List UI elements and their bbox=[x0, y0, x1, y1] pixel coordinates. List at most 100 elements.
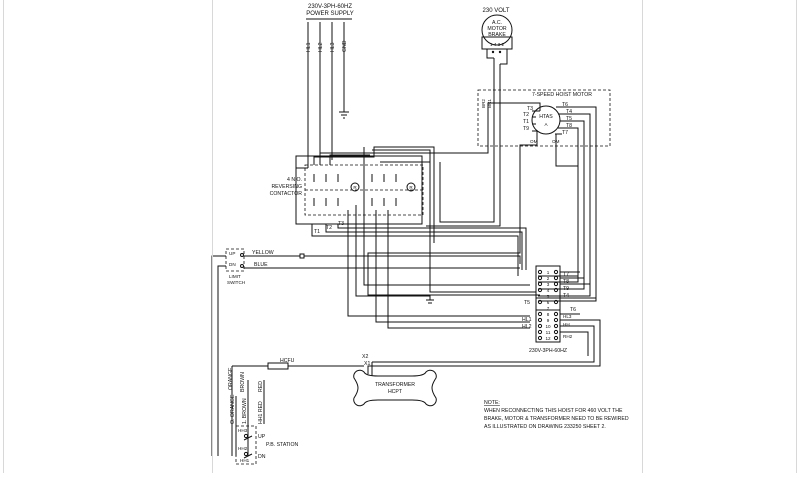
svg-text:BRAKE: BRAKE bbox=[488, 32, 506, 38]
svg-text:T6: T6 bbox=[570, 307, 576, 313]
wiring-buses bbox=[296, 58, 597, 329]
svg-text:T3: T3 bbox=[527, 106, 533, 112]
fuse: HCFU bbox=[231, 358, 364, 456]
svg-text:T7: T7 bbox=[562, 130, 568, 136]
pendant-wires: ORANGE BROWN RED O. ORANGE 1. BROWN HH1 … bbox=[228, 367, 265, 456]
line-gnd-label: GND bbox=[342, 40, 348, 52]
power-supply-voltage: 230V-3PH-60HZ bbox=[308, 4, 352, 10]
brake-volt: 230 VOLT bbox=[483, 8, 510, 14]
terminal-numbers: 1 2 3 4 5 6 7 8 9 10 11 12 bbox=[545, 270, 551, 341]
terminal-dots bbox=[537, 269, 559, 341]
svg-text:HL1: HL1 bbox=[522, 317, 532, 323]
svg-text:4 N.O.: 4 N.O. bbox=[287, 177, 302, 183]
svg-text:WHEN RECONNECTING THIS HOIST F: WHEN RECONNECTING THIS HOIST FOR 460 VOL… bbox=[484, 408, 623, 414]
line-hl1-label: HL1 bbox=[306, 42, 312, 52]
contactor-coil-right bbox=[406, 182, 416, 192]
inner-frame-line-left bbox=[212, 0, 213, 473]
line-hl2-label: HL2 bbox=[318, 42, 324, 52]
wire-yellow: YELLOW bbox=[252, 250, 274, 256]
svg-text:REVERSING: REVERSING bbox=[271, 184, 302, 190]
svg-text:1. BROWN: 1. BROWN bbox=[242, 398, 248, 424]
left-frame-line bbox=[3, 0, 4, 473]
motor-center-label: HTAS bbox=[539, 114, 553, 120]
motor-title: 7-SPEED HOIST MOTOR bbox=[532, 92, 592, 98]
svg-text:6: 6 bbox=[547, 300, 550, 305]
svg-text:T2: T2 bbox=[523, 112, 529, 118]
contact-columns bbox=[313, 174, 397, 206]
svg-text:3: 3 bbox=[547, 282, 550, 287]
svg-text:4: 4 bbox=[547, 288, 550, 293]
svg-text:T5: T5 bbox=[566, 116, 572, 122]
svg-text:AS ILLUSTRATED ON DRAWING 2332: AS ILLUSTRATED ON DRAWING 233250 SHEET 2… bbox=[484, 424, 606, 430]
svg-text:HCPT: HCPT bbox=[388, 389, 403, 395]
svg-text:T4: T4 bbox=[563, 293, 569, 299]
svg-text:8: 8 bbox=[547, 312, 550, 317]
svg-text:BROWN: BROWN bbox=[240, 372, 246, 392]
svg-text:HH1 RED: HH1 RED bbox=[258, 401, 264, 424]
output-t3: T3 bbox=[338, 221, 344, 227]
wire-blue: BLUE bbox=[254, 262, 268, 268]
power-supply: 230V-3PH-60HZ POWER SUPPLY HL1 HL2 HL3 G… bbox=[306, 4, 354, 168]
svg-text:HH2: HH2 bbox=[238, 446, 248, 451]
svg-text:12: 12 bbox=[545, 336, 551, 341]
svg-text:CONTACTOR: CONTACTOR bbox=[270, 191, 303, 197]
svg-text:R: R bbox=[353, 185, 357, 190]
svg-text:HH1: HH1 bbox=[240, 458, 250, 463]
svg-text:HL3: HL3 bbox=[563, 314, 572, 319]
svg-text:X2: X2 bbox=[362, 354, 368, 360]
svg-text:1: 1 bbox=[547, 270, 550, 275]
svg-text:BRAKE, MOTOR & TRANSFORMER NEE: BRAKE, MOTOR & TRANSFORMER NEED TO BE RE… bbox=[484, 416, 629, 422]
svg-text:T9: T9 bbox=[563, 286, 569, 292]
output-t2: T2 bbox=[326, 225, 332, 231]
svg-text:TRANSFORMER: TRANSFORMER bbox=[375, 382, 415, 388]
svg-text:DN: DN bbox=[258, 454, 266, 460]
transformer: X2 X1 TRANSFORMER HCPT bbox=[353, 354, 437, 407]
pb-station-label: P.B. STATION bbox=[266, 442, 299, 448]
svg-text:MOTOR: MOTOR bbox=[487, 26, 506, 32]
svg-text:DN: DN bbox=[229, 262, 236, 267]
svg-text:11: 11 bbox=[546, 330, 551, 335]
svg-text:OM: OM bbox=[530, 139, 538, 144]
svg-text:T8: T8 bbox=[563, 279, 569, 285]
svg-text:9: 9 bbox=[547, 318, 550, 323]
svg-text:ORANGE: ORANGE bbox=[228, 367, 234, 390]
pb-station: UP DN HH3 HH2 HH1 P.B. STATION bbox=[235, 425, 299, 465]
right-frame-line bbox=[796, 0, 797, 473]
svg-text:SWITCH: SWITCH bbox=[227, 280, 245, 285]
svg-text:BR2: BR2 bbox=[481, 99, 486, 108]
line-hl3-label: HL3 bbox=[330, 42, 336, 52]
svg-text:O. ORANGE: O. ORANGE bbox=[230, 394, 236, 424]
brake: 230 VOLT A.C. MOTOR BRAKE 1 4 3 2 bbox=[481, 8, 513, 65]
terminal-strip: 1 2 3 4 5 6 7 8 9 10 11 12 bbox=[367, 265, 601, 374]
note-heading: NOTE: bbox=[484, 400, 500, 406]
ground-symbol bbox=[339, 111, 349, 119]
svg-text:HL2: HL2 bbox=[522, 324, 532, 330]
svg-text:T7: T7 bbox=[563, 272, 569, 278]
svg-text:T9: T9 bbox=[523, 126, 529, 132]
svg-text:RED: RED bbox=[258, 381, 264, 392]
power-supply-label: POWER SUPPLY bbox=[306, 11, 354, 17]
hoist-motor: 7-SPEED HOIST MOTOR HTAS A T3 T2 T1 T9 T… bbox=[477, 89, 611, 147]
svg-text:X1: X1 bbox=[364, 361, 370, 367]
svg-text:5: 5 bbox=[547, 294, 550, 299]
svg-text:T6: T6 bbox=[562, 102, 568, 108]
svg-text:A.C.: A.C. bbox=[492, 20, 502, 26]
svg-text:R: R bbox=[409, 185, 413, 190]
svg-text:LIMIT: LIMIT bbox=[229, 274, 241, 279]
svg-text:RH2: RH2 bbox=[563, 334, 573, 339]
svg-text:T5: T5 bbox=[524, 300, 530, 306]
note: NOTE: WHEN RECONNECTING THIS HOIST FOR 4… bbox=[484, 400, 629, 430]
svg-text:10: 10 bbox=[545, 324, 551, 329]
svg-text:A: A bbox=[544, 122, 548, 127]
svg-text:T4: T4 bbox=[566, 109, 572, 115]
svg-text:UP: UP bbox=[258, 434, 266, 440]
svg-text:7: 7 bbox=[547, 306, 550, 311]
svg-text:T1: T1 bbox=[523, 119, 529, 125]
svg-text:HCFU: HCFU bbox=[280, 358, 295, 364]
svg-text:2: 2 bbox=[547, 276, 550, 281]
svg-text:T8: T8 bbox=[566, 123, 572, 129]
brake-pins: 1 4 3 2 bbox=[490, 42, 504, 47]
svg-text:HH: HH bbox=[563, 322, 570, 327]
